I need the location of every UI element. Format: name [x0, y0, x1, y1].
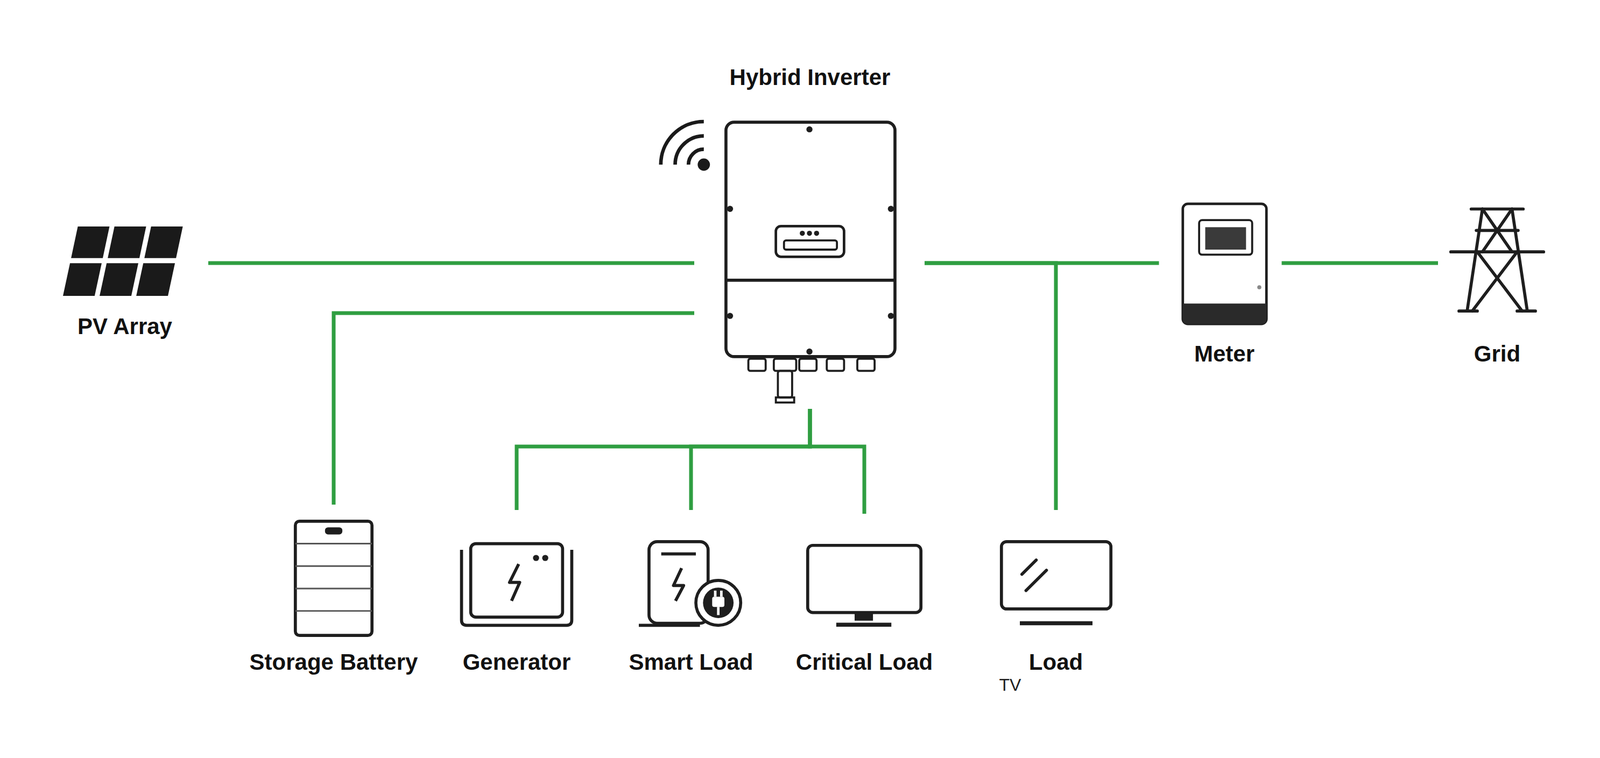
pv-array-icon: [62, 226, 187, 296]
battery-node: Storage Battery: [247, 519, 421, 676]
smart-load-node: Smart Load: [626, 539, 756, 676]
power-wire: [809, 409, 865, 514]
node-label: Hybrid Inverter: [729, 64, 891, 91]
battery-icon: [293, 519, 375, 638]
node-label: Generator: [457, 649, 576, 676]
node-label: Smart Load: [626, 649, 756, 676]
inverter-icon: [715, 114, 905, 405]
node-label: Load: [999, 649, 1113, 676]
power-wire: [208, 261, 695, 266]
power-wire: [924, 263, 1056, 511]
generator-icon: [457, 539, 576, 629]
wifi-symbol: [648, 110, 713, 176]
monitor-icon: [805, 543, 923, 629]
node-label: PV Array: [62, 313, 187, 340]
generator-node: Generator: [457, 539, 576, 676]
meter-icon: [1180, 201, 1269, 327]
power-wire: [1281, 261, 1439, 266]
smart-load-icon: [638, 539, 744, 629]
node-label: Grid: [1448, 341, 1546, 368]
power-wire: [333, 313, 695, 505]
power-wire: [516, 409, 810, 511]
node-label: Critical Load: [793, 649, 936, 676]
node-label: Storage Battery: [247, 649, 421, 676]
node-label: Meter: [1180, 341, 1269, 368]
meter-node: Meter: [1180, 201, 1269, 368]
grid-node: Grid: [1448, 203, 1546, 368]
critical-load-node: Critical Load: [793, 543, 936, 676]
pv-array-node: PV Array: [62, 226, 187, 340]
load-node: LoadTV: [999, 539, 1113, 676]
transmission-tower-icon: [1448, 203, 1546, 314]
inverter-node: Hybrid Inverter: [715, 114, 905, 405]
tv-icon: [999, 539, 1113, 629]
power-wire: [691, 409, 810, 511]
tv-text: TV: [999, 675, 1022, 695]
